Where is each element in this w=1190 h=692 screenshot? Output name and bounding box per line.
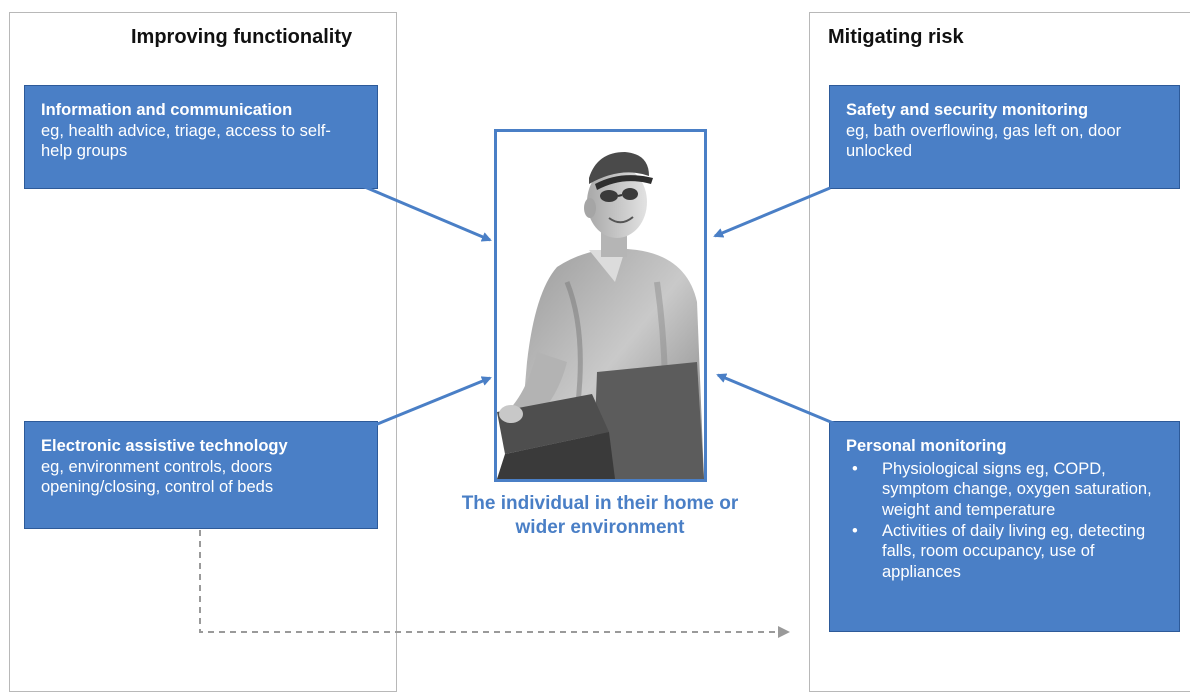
personal-monitoring-box: Personal monitoring Physiological signs … — [829, 421, 1180, 632]
elderly-man-illustration — [497, 152, 704, 479]
dashed-arrow-eat-to-personal — [199, 530, 790, 638]
heading-mitigating-risk: Mitigating risk — [828, 26, 964, 48]
electronic-assistive-technology-box: Electronic assistive technology eg, envi… — [24, 421, 378, 529]
information-communication-box: Information and communication eg, health… — [24, 85, 378, 189]
information-communication-body: eg, health advice, triage, access to sel… — [41, 121, 331, 161]
electronic-assistive-technology-title: Electronic assistive technology — [41, 437, 288, 455]
safety-security-monitoring-box: Safety and security monitoring eg, bath … — [829, 85, 1180, 189]
individual-caption: The individual in their home or wider en… — [461, 493, 739, 538]
arrow-safety-to-individual — [713, 186, 831, 238]
personal-monitoring-title: Personal monitoring — [846, 437, 1007, 455]
safety-security-monitoring-title: Safety and security monitoring — [846, 101, 1089, 119]
individual-photo — [494, 129, 707, 482]
personal-monitoring-list: Physiological signs eg, COPD, symptom ch… — [846, 459, 1163, 583]
arrow-eat-to-individual — [374, 376, 492, 427]
arrow-personal-to-individual — [716, 373, 839, 427]
safety-security-monitoring-body: eg, bath overflowing, gas left on, door … — [846, 121, 1122, 161]
electronic-assistive-technology-body: eg, environment controls, doors opening/… — [41, 457, 274, 497]
arrow-info-to-individual — [359, 183, 492, 242]
personal-monitoring-item: Activities of daily living eg, detecting… — [846, 521, 1163, 583]
personal-monitoring-item: Physiological signs eg, COPD, symptom ch… — [846, 459, 1163, 521]
connector-arrows — [199, 183, 839, 638]
heading-improving-functionality: Improving functionality — [131, 26, 353, 48]
information-communication-title: Information and communication — [41, 101, 293, 119]
